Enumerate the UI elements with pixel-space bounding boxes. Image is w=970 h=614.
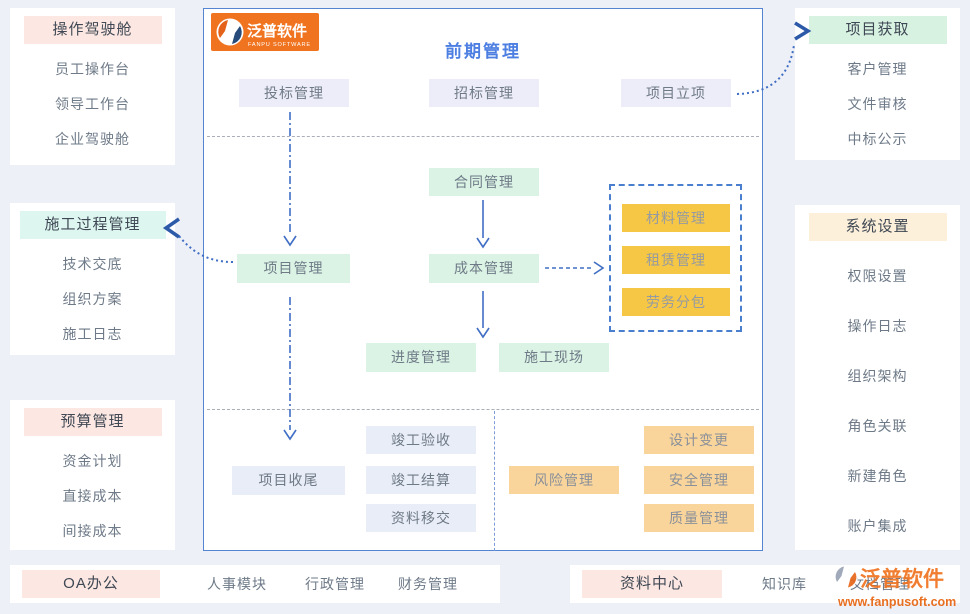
node-safety-management[interactable]: 安全管理 <box>644 466 754 494</box>
menu-item-technical-disclosure[interactable]: 技术交底 <box>62 256 123 272</box>
panel-budget-management: 预算管理 资金计划 直接成本 间接成本 <box>10 400 175 550</box>
menu-item-leader-workbench[interactable]: 领导工作台 <box>55 96 130 112</box>
panel-operation-cockpit: 操作驾驶舱 员工操作台 领导工作台 企业驾驶舱 <box>10 8 175 165</box>
panel-system-settings: 系统设置 权限设置 操作日志 组织架构 角色关联 新建角色 账户集成 <box>795 205 960 550</box>
node-risk-management[interactable]: 风险管理 <box>509 466 619 494</box>
menu-item-award-announcement[interactable]: 中标公示 <box>847 131 908 147</box>
menu-item-permission-settings[interactable]: 权限设置 <box>847 268 908 284</box>
menu-item-staff-console[interactable]: 员工操作台 <box>55 61 130 77</box>
fanpu-logo: 泛普软件 FANPU SOFTWARE <box>211 13 319 51</box>
fanpusoft-watermark: 泛普软件 www.fanpusoft.com <box>832 556 967 614</box>
menu-item-fund-plan[interactable]: 资金计划 <box>62 453 123 469</box>
data-center-header[interactable]: 资料中心 <box>582 570 722 598</box>
panel-construction-process-list: 技术交底 组织方案 施工日志 <box>10 247 175 352</box>
menu-item-role-association[interactable]: 角色关联 <box>847 418 908 434</box>
node-project-management[interactable]: 项目管理 <box>237 254 350 283</box>
menu-item-indirect-cost[interactable]: 间接成本 <box>62 523 123 539</box>
menu-item-document-review[interactable]: 文件审核 <box>847 96 908 112</box>
node-completion-settlement[interactable]: 竣工结算 <box>366 466 476 494</box>
node-schedule-management[interactable]: 进度管理 <box>366 343 476 372</box>
node-bid-management[interactable]: 投标管理 <box>239 79 349 107</box>
watermark-url: www.fanpusoft.com <box>837 595 956 609</box>
panel-construction-process-header[interactable]: 施工过程管理 <box>19 211 166 239</box>
panel-project-acquisition-header[interactable]: 项目获取 <box>808 16 947 44</box>
main-diagram-panel: 泛普软件 FANPU SOFTWARE 前期管理 投标管理 招标管理 项目立项 … <box>203 8 763 551</box>
menu-item-hr-module[interactable]: 人事模块 <box>207 576 267 592</box>
menu-item-knowledge-base[interactable]: 知识库 <box>762 576 807 592</box>
menu-item-organization-plan[interactable]: 组织方案 <box>62 291 123 307</box>
node-labor-subcontract[interactable]: 劳务分包 <box>622 288 730 316</box>
node-cost-management[interactable]: 成本管理 <box>429 254 539 283</box>
node-data-handover[interactable]: 资料移交 <box>366 504 476 532</box>
logo-text: 泛普软件 <box>247 22 307 40</box>
bottom-bar-data-center: 资料中心 知识库 文档管理 <box>570 565 960 603</box>
bottom-bar-oa-office: OA办公 人事模块 行政管理 财务管理 <box>10 565 500 603</box>
panel-operation-cockpit-header[interactable]: 操作驾驶舱 <box>23 16 162 44</box>
panel-project-acquisition: 项目获取 客户管理 文件审核 中标公示 <box>795 8 960 160</box>
menu-item-document-management[interactable]: 文档管理 <box>850 576 910 592</box>
menu-item-enterprise-cockpit[interactable]: 企业驾驶舱 <box>55 131 130 147</box>
menu-item-direct-cost[interactable]: 直接成本 <box>62 488 123 504</box>
panel-system-settings-header[interactable]: 系统设置 <box>808 213 947 241</box>
node-quality-management[interactable]: 质量管理 <box>644 504 754 532</box>
panel-system-settings-list: 权限设置 操作日志 组织架构 角色关联 新建角色 账户集成 <box>795 251 960 551</box>
menu-item-account-integration[interactable]: 账户集成 <box>847 518 908 534</box>
panel-construction-process: 施工过程管理 技术交底 组织方案 施工日志 <box>10 203 175 355</box>
node-completion-acceptance[interactable]: 竣工验收 <box>366 426 476 454</box>
node-tender-management[interactable]: 招标管理 <box>429 79 539 107</box>
panel-budget-management-list: 资金计划 直接成本 间接成本 <box>10 444 175 549</box>
panel-budget-management-header[interactable]: 预算管理 <box>23 408 162 436</box>
oa-office-header[interactable]: OA办公 <box>22 570 160 598</box>
diagram-title: 前期管理 <box>445 42 521 61</box>
node-project-approval[interactable]: 项目立项 <box>621 79 731 107</box>
panel-project-acquisition-list: 客户管理 文件审核 中标公示 <box>795 52 960 157</box>
menu-item-operation-log[interactable]: 操作日志 <box>847 318 908 334</box>
menu-item-customer-management[interactable]: 客户管理 <box>847 61 908 77</box>
logo-subtext: FANPU SOFTWARE <box>248 42 311 48</box>
menu-item-construction-log[interactable]: 施工日志 <box>62 326 123 342</box>
section-divider-bottom <box>207 409 759 410</box>
menu-item-new-role[interactable]: 新建角色 <box>847 468 908 484</box>
section-divider-top <box>207 136 759 137</box>
node-material-management[interactable]: 材料管理 <box>622 204 730 232</box>
vertical-section-divider <box>494 411 495 551</box>
node-project-closeout[interactable]: 项目收尾 <box>232 466 345 495</box>
watermark-text: 泛普软件 <box>860 567 944 591</box>
node-contract-management[interactable]: 合同管理 <box>429 168 539 196</box>
menu-item-org-structure[interactable]: 组织架构 <box>847 368 908 384</box>
menu-item-admin-management[interactable]: 行政管理 <box>305 576 365 592</box>
menu-item-finance-management[interactable]: 财务管理 <box>398 576 458 592</box>
node-construction-site[interactable]: 施工现场 <box>499 343 609 372</box>
node-lease-management[interactable]: 租赁管理 <box>622 246 730 274</box>
node-design-change[interactable]: 设计变更 <box>644 426 754 454</box>
cost-subprocess-group: 材料管理 租赁管理 劳务分包 <box>609 184 742 332</box>
panel-operation-cockpit-list: 员工操作台 领导工作台 企业驾驶舱 <box>10 52 175 157</box>
